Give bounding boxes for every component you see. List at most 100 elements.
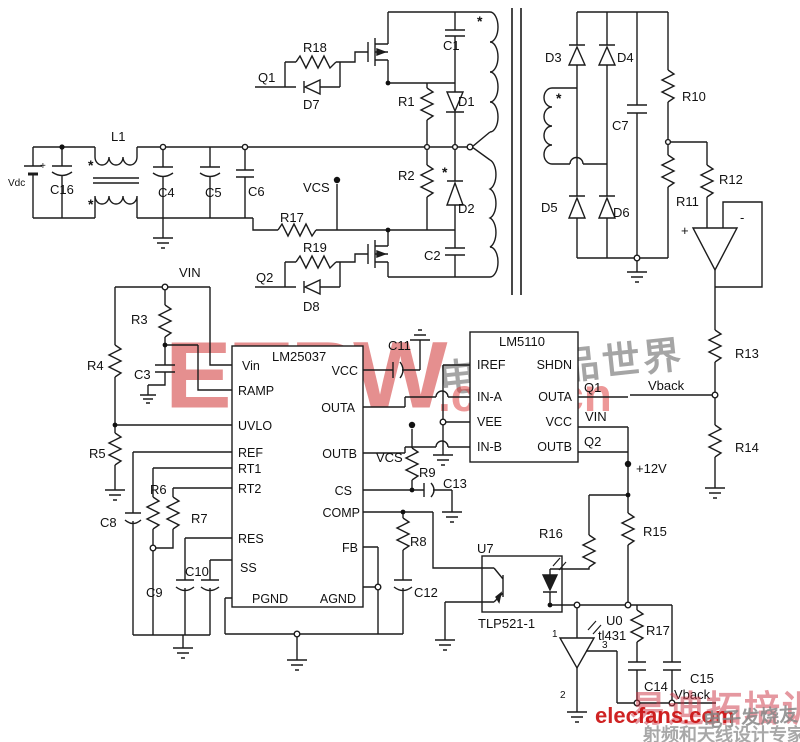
label-u7: U7 xyxy=(477,541,494,556)
label-l1: L1 xyxy=(111,129,125,144)
pin-agnd: AGND xyxy=(320,592,356,606)
label-c4: C4 xyxy=(158,185,175,200)
label-vcs-input: VCS xyxy=(303,180,330,195)
label-r15: R15 xyxy=(643,524,667,539)
pin-comp: COMP xyxy=(323,506,361,520)
label-c6: C6 xyxy=(248,184,265,199)
label-c16: C16 xyxy=(50,182,74,197)
label-c1: C1 xyxy=(443,38,460,53)
label-r13: R13 xyxy=(735,346,759,361)
label-c13: C13 xyxy=(443,476,467,491)
label-l1-star-top: * xyxy=(88,157,94,173)
label-r18: R18 xyxy=(303,40,327,55)
label-r10: R10 xyxy=(682,89,706,104)
junction-dots xyxy=(59,80,631,608)
pin-drv-vcc: VCC xyxy=(546,415,572,429)
label-c5: C5 xyxy=(205,185,222,200)
label-l1-star-bottom: * xyxy=(88,196,94,212)
label-primary-star-top: * xyxy=(477,13,483,29)
label-r6: R6 xyxy=(150,482,167,497)
label-c12: C12 xyxy=(414,585,438,600)
label-d6: D6 xyxy=(613,205,630,220)
pin-vcc: VCC xyxy=(332,364,358,378)
label-c8: C8 xyxy=(100,515,117,530)
pin-pgnd: PGND xyxy=(252,592,288,606)
label-d8: D8 xyxy=(303,299,320,314)
node-circles xyxy=(149,138,719,707)
label-secondary-star: * xyxy=(556,90,562,106)
label-r14: R14 xyxy=(735,440,759,455)
pin-res: RES xyxy=(238,532,264,546)
label-vdc: Vdc xyxy=(8,178,25,189)
label-r17-fb: R17 xyxy=(646,623,670,638)
label-r2: R2 xyxy=(398,168,415,183)
label-r3: R3 xyxy=(131,312,148,327)
label-q2: Q2 xyxy=(256,270,273,285)
label-c15: C15 xyxy=(690,671,714,686)
label-d5: D5 xyxy=(541,200,558,215)
label-c2: C2 xyxy=(424,248,441,263)
label-net-q2: Q2 xyxy=(584,434,601,449)
label-r11: R11 xyxy=(676,194,699,209)
pin-rt1: RT1 xyxy=(238,462,261,476)
label-c7: C7 xyxy=(612,118,629,133)
label-r12: R12 xyxy=(719,172,743,187)
label-net-q1: Q1 xyxy=(584,380,601,395)
label-lm5110: LM5110 xyxy=(499,334,545,349)
label-c10: C10 xyxy=(185,564,209,579)
label-tlp521: TLP521-1 xyxy=(478,616,535,631)
label-r9: R9 xyxy=(419,465,436,480)
label-c14: C14 xyxy=(644,679,668,694)
label-lm25037: LM25037 xyxy=(272,349,326,364)
pin-shdn: SHDN xyxy=(537,358,572,372)
pin-ina: IN-A xyxy=(477,390,503,404)
pin-drv-outa: OUTA xyxy=(538,390,572,404)
label-c9: C9 xyxy=(146,585,163,600)
label-d7: D7 xyxy=(303,97,320,112)
label-r1: R1 xyxy=(398,94,415,109)
pin-outb: OUTB xyxy=(322,447,357,461)
label-r17-input: R17 xyxy=(280,210,304,225)
label-vback-divider: Vback xyxy=(648,378,685,393)
label-battery-plus: + xyxy=(40,161,46,172)
label-opamp-minus: - xyxy=(740,210,744,225)
pin-outa: OUTA xyxy=(321,401,355,415)
label-d3: D3 xyxy=(545,50,562,65)
pin-iref: IREF xyxy=(477,358,506,372)
pin-vin: Vin xyxy=(242,359,260,373)
pin-uvlo: UVLO xyxy=(238,419,272,433)
label-tl431-pin3: 3 xyxy=(602,640,608,651)
label-primary-star-bottom: * xyxy=(442,164,448,180)
label-c11: C11 xyxy=(388,338,411,353)
pin-ref: REF xyxy=(238,446,263,460)
pin-drv-outb: OUTB xyxy=(537,440,572,454)
pin-inb: IN-B xyxy=(477,440,502,454)
label-tl431-pin2: 2 xyxy=(560,690,566,701)
label-12v: +12V xyxy=(636,461,667,476)
label-r19: R19 xyxy=(303,240,327,255)
pin-ss: SS xyxy=(240,561,257,575)
pin-cs: CS xyxy=(335,484,352,498)
label-d4: D4 xyxy=(617,50,634,65)
labels-layer: Vdc + C16 L1 * * C4 C5 C6 R17 VCS VIN Q1… xyxy=(8,13,759,702)
pin-rt2: RT2 xyxy=(238,482,261,496)
label-opamp-plus: + xyxy=(681,223,689,238)
label-u0: U0 xyxy=(606,613,623,628)
label-net-vin: VIN xyxy=(585,409,607,424)
pin-ramp: RAMP xyxy=(238,384,274,398)
label-vback-fb: Vback xyxy=(674,687,711,702)
pin-fb: FB xyxy=(342,541,358,555)
label-r8: R8 xyxy=(410,534,427,549)
label-vin-node: VIN xyxy=(179,265,201,280)
label-c3: C3 xyxy=(134,367,151,382)
pin-vee: VEE xyxy=(477,415,502,429)
label-r16: R16 xyxy=(539,526,563,541)
label-d1: D1 xyxy=(458,94,475,109)
label-d2: D2 xyxy=(458,201,475,216)
label-vcs-cs: VCS xyxy=(376,450,403,465)
label-r7: R7 xyxy=(191,511,208,526)
label-q1: Q1 xyxy=(258,70,275,85)
wires-layer xyxy=(24,8,763,723)
